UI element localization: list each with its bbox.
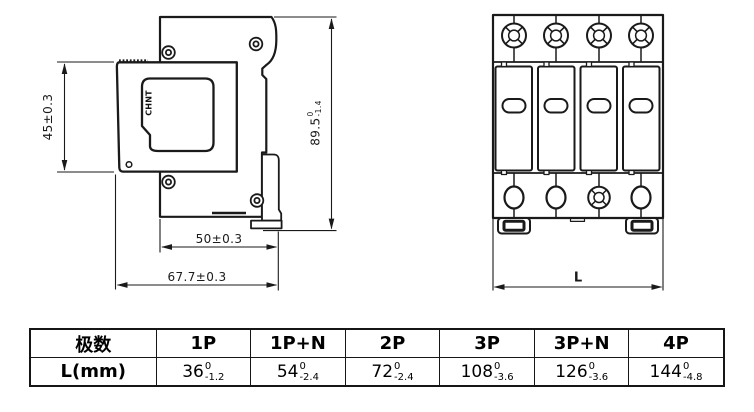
side-clip-foot: [250, 219, 283, 230]
dim-total-height-label: 89.5 0 -1.4: [305, 100, 323, 146]
dim-total-height-value: 89.5: [308, 117, 322, 146]
dim-length-label: L: [573, 270, 583, 286]
dim-total-width-label: 67.7±0.3: [167, 270, 227, 284]
front-din-clips: [497, 217, 659, 235]
pole-option-1p: 1P: [155, 328, 252, 358]
pole-option-2p: 2P: [344, 328, 441, 358]
pole-option-3pn: 3P+N: [533, 328, 630, 358]
side-module-pin: [125, 160, 133, 169]
dim-module-height-label: 45±0.3: [41, 93, 55, 141]
pole-option-4p: 4P: [628, 328, 725, 358]
front-view: [491, 13, 665, 291]
pole-option-3p: 3P: [439, 328, 535, 358]
front-bottom-screw: [587, 185, 611, 210]
side-view: [57, 15, 337, 291]
poles-row-header: 极数: [29, 328, 157, 358]
front-dimension-lines: [492, 218, 664, 291]
table-row-poles: 极数 1P 1P+N 2P 3P 3P+N 4P: [29, 328, 725, 358]
front-bottom-terminals: [503, 185, 652, 210]
pole-option-1pn: 1P+N: [250, 328, 346, 358]
side-dimension-lines: [57, 16, 337, 291]
front-modules: [494, 65, 661, 172]
technical-drawing: [57, 13, 665, 291]
front-module-tabs: [500, 61, 635, 176]
dim-total-height-tolerance: 0 -1.4: [305, 100, 323, 117]
dim-base-width-label: 50±0.3: [195, 232, 243, 246]
brand-logo: CHNT: [144, 90, 154, 116]
side-din-clip: [261, 153, 283, 222]
side-label-plate: [140, 77, 215, 153]
side-screws: [161, 36, 265, 208]
length-row-header: L(mm): [29, 357, 157, 387]
front-status-windows: [501, 98, 654, 114]
